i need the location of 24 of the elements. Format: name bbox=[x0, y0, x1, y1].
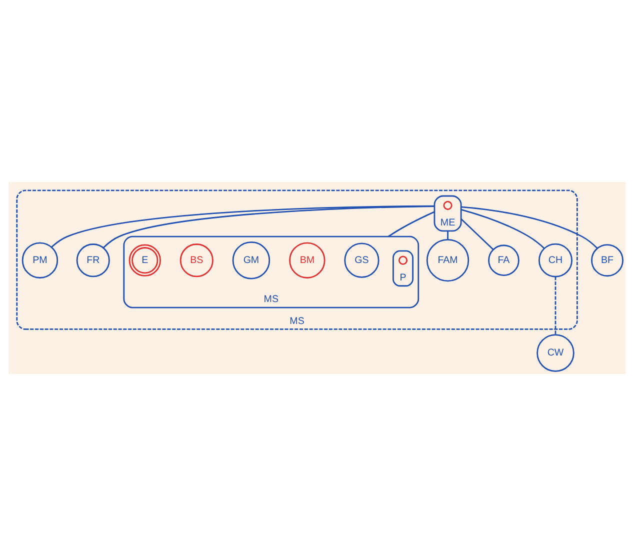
node-circle bbox=[443, 200, 452, 210]
node-circle: GS bbox=[344, 242, 380, 278]
node-circle: E bbox=[128, 244, 161, 276]
connector bbox=[447, 230, 448, 240]
connector bbox=[460, 218, 494, 250]
node-circle: FR bbox=[76, 243, 110, 277]
node-circle: CH bbox=[538, 242, 572, 277]
connector bbox=[50, 204, 434, 248]
node-circle: FA bbox=[488, 244, 520, 276]
connector bbox=[460, 208, 545, 248]
node-circle: BM bbox=[289, 242, 326, 278]
connector bbox=[102, 205, 434, 248]
node-circle: GM bbox=[232, 240, 270, 279]
node-circle: BS bbox=[180, 243, 214, 277]
node-circle: FAM bbox=[426, 238, 470, 282]
connector bbox=[554, 276, 556, 334]
cluster: P bbox=[392, 250, 414, 286]
node-circle: PM bbox=[22, 242, 58, 278]
node-circle bbox=[398, 255, 408, 264]
connector bbox=[388, 210, 435, 237]
node-circle: CW bbox=[536, 334, 574, 372]
node-circle: BF bbox=[591, 244, 624, 276]
connector bbox=[461, 206, 598, 248]
cluster: ME bbox=[434, 194, 462, 232]
